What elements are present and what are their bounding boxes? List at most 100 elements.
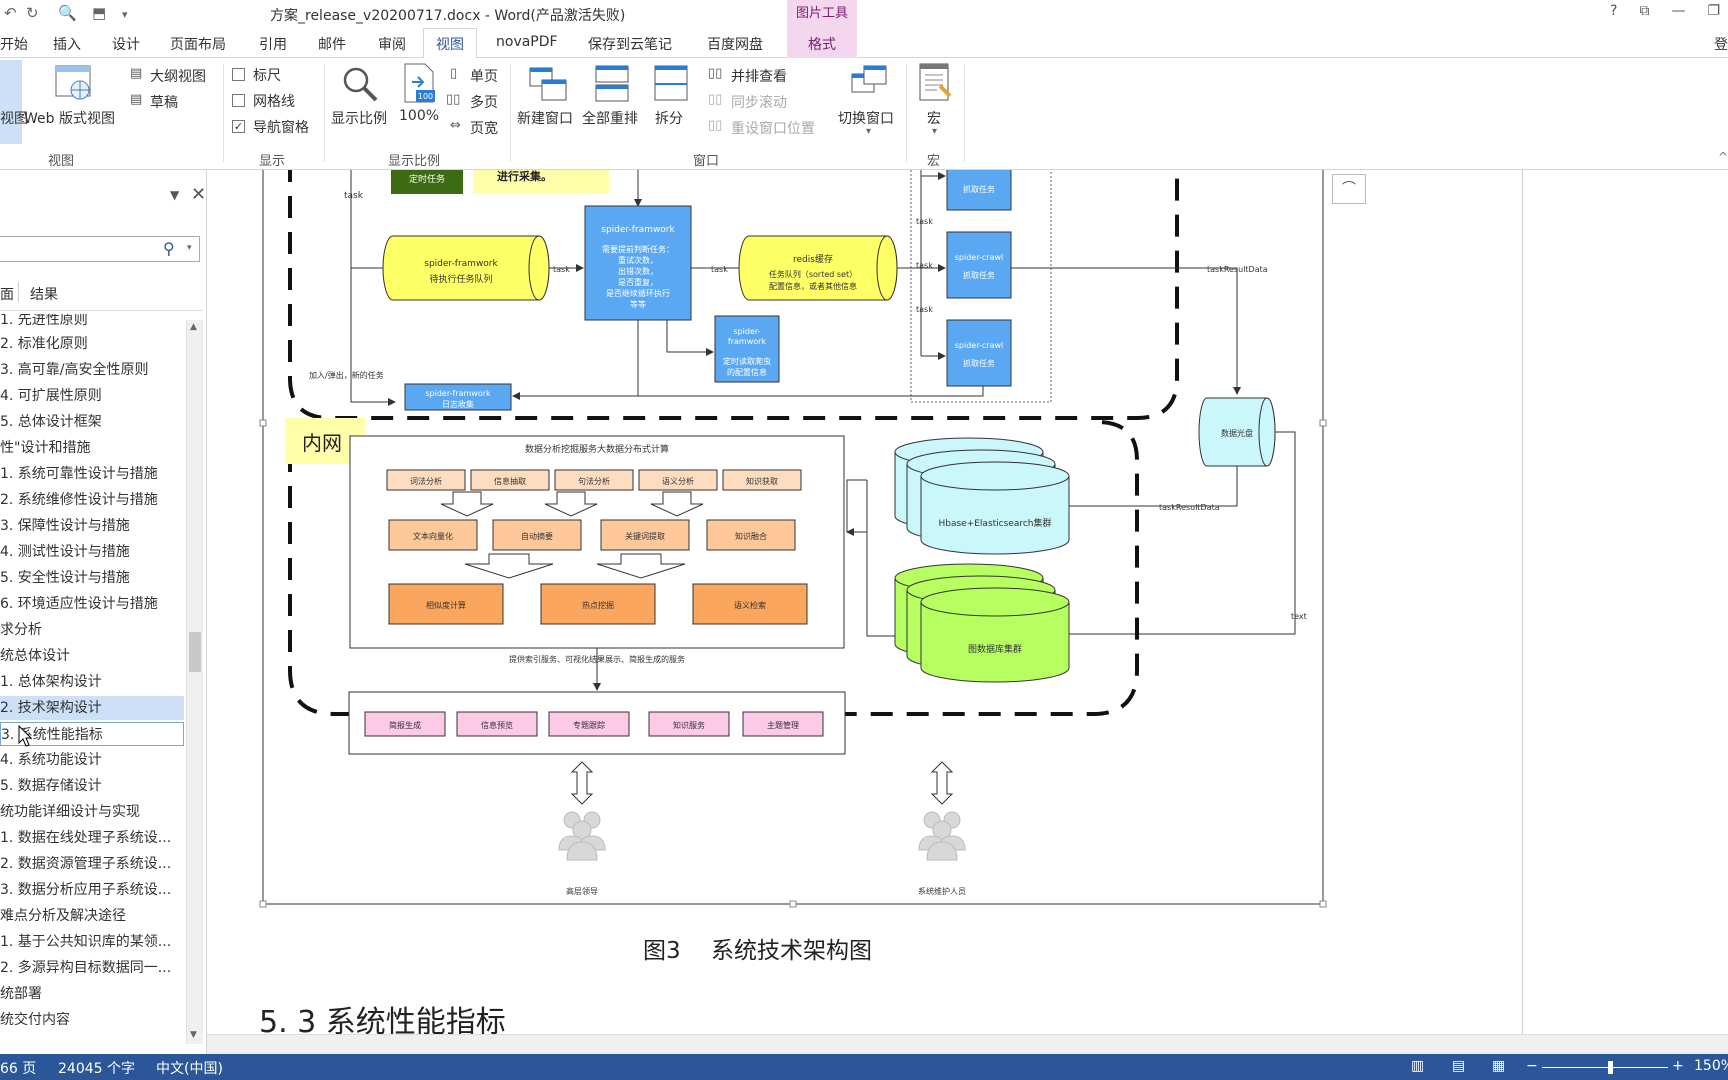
new-window-icon[interactable]	[528, 64, 568, 104]
web-layout-icon[interactable]	[54, 64, 94, 104]
zoom-100-icon[interactable]: 100	[402, 62, 436, 104]
switch-windows-button[interactable]: 切换窗口	[838, 111, 894, 127]
zoom-in-button[interactable]: +	[1672, 1058, 1684, 1074]
sync-scroll-button[interactable]: 同步滚动	[731, 95, 787, 111]
tab-review[interactable]: 审阅	[378, 37, 406, 53]
split-button[interactable]: 拆分	[655, 111, 683, 127]
zoom-out-button[interactable]: −	[1526, 1058, 1538, 1074]
nav-heading-item[interactable]: 1. 数据在线处理子系统设...	[0, 830, 172, 846]
resize-handles[interactable]	[259, 419, 1327, 908]
nav-heading-item[interactable]: 难点分析及解决途径	[0, 908, 126, 924]
nav-heading-item[interactable]: 4. 测试性设计与措施	[0, 544, 130, 560]
page-count[interactable]: 66 页	[0, 1061, 37, 1077]
print-layout-icon[interactable]: ▤	[1452, 1058, 1466, 1074]
switch-windows-icon[interactable]	[850, 64, 888, 104]
architecture-diagram[interactable]: 定时任务 进行采集。 task spider-framwork 待执行任务队列 …	[207, 170, 1517, 1034]
macros-icon[interactable]	[918, 62, 954, 104]
nav-pane-checkbox[interactable]: ✓	[232, 120, 245, 133]
scroll-up-icon[interactable]: ▲	[190, 322, 197, 332]
draft-button[interactable]: 草稿	[150, 95, 178, 111]
nav-heading-item[interactable]: 统交付内容	[0, 1012, 70, 1028]
nav-search-input[interactable]: ⚲ ▾	[0, 236, 200, 262]
chevron-down-icon[interactable]: ▾	[187, 243, 192, 253]
ribbon-display-icon[interactable]: ⧉	[1639, 3, 1650, 19]
save-cloud-icon[interactable]: ⬒	[92, 4, 107, 22]
help-button[interactable]: ?	[1610, 3, 1618, 19]
collapse-ribbon-icon[interactable]: ^	[1718, 150, 1728, 164]
arrange-all-button[interactable]: 全部重排	[582, 111, 638, 127]
nav-heading-item[interactable]: 统部署	[0, 986, 42, 1002]
nav-heading-item[interactable]: 3. 保障性设计与措施	[0, 518, 130, 534]
nav-heading-item[interactable]: 3. 高可靠/高安全性原则	[0, 362, 149, 378]
tab-view[interactable]: 视图	[423, 28, 477, 59]
nav-heading-item[interactable]: 求分析	[0, 622, 42, 638]
close-icon[interactable]: ✕	[191, 184, 207, 205]
tab-novapdf[interactable]: novaPDF	[496, 34, 558, 50]
nav-heading-item[interactable]: 5. 数据存储设计	[0, 778, 102, 794]
tab-format[interactable]: 格式	[787, 28, 857, 58]
layout-options-icon[interactable]: ⌒	[1332, 174, 1366, 204]
restore-button[interactable]: ❐	[1707, 3, 1720, 19]
nav-heading-item[interactable]: 6. 环境适应性设计与措施	[0, 596, 158, 612]
scroll-thumb[interactable]	[189, 632, 201, 672]
nav-heading-item[interactable]: 统总体设计	[0, 648, 70, 664]
split-icon[interactable]	[653, 64, 689, 104]
ruler-checkbox[interactable]	[232, 68, 245, 81]
tab-design[interactable]: 设计	[112, 37, 140, 53]
scroll-down-icon[interactable]: ▼	[190, 1030, 197, 1040]
zoom-level[interactable]: 150%	[1694, 1058, 1728, 1074]
nav-heading-item[interactable]: 2. 标准化原则	[0, 336, 88, 352]
customize-qat-icon[interactable]: ▾	[122, 8, 128, 21]
chevron-down-icon[interactable]: ▾	[866, 126, 872, 137]
nav-heading-item[interactable]: 1. 系统可靠性设计与措施	[0, 466, 158, 482]
undo-icon[interactable]: ↶	[4, 4, 17, 22]
zoom-icon[interactable]	[340, 64, 380, 104]
nav-heading-item[interactable]: 5. 安全性设计与措施	[0, 570, 130, 586]
page-width-button[interactable]: 页宽	[470, 121, 498, 137]
nav-heading-item[interactable]: 2. 多源异构目标数据同一...	[0, 960, 172, 976]
macros-button[interactable]: 宏	[927, 111, 941, 127]
language-indicator[interactable]: 中文(中国)	[156, 1061, 223, 1077]
zoom-button[interactable]: 显示比例	[331, 111, 387, 127]
tab-home[interactable]: 开始	[0, 37, 28, 53]
print-preview-icon[interactable]: 🔍	[58, 4, 77, 22]
minimize-button[interactable]: —	[1671, 3, 1686, 19]
reset-position-button[interactable]: 重设窗口位置	[731, 121, 815, 137]
nav-heading-item-hover[interactable]: 3. 系统性能指标	[0, 722, 184, 746]
search-icon[interactable]: ⚲	[163, 239, 175, 258]
nav-heading-item[interactable]: 1. 先进性原则	[0, 314, 88, 328]
nav-heading-item[interactable]: 性"设计和措施	[0, 440, 91, 456]
sign-in-link[interactable]: 登	[1714, 37, 1728, 53]
tab-references[interactable]: 引用	[259, 37, 287, 53]
document-area[interactable]: ⌒ 定时任务 进行采集。 task spide	[207, 170, 1728, 1034]
pane-options-icon[interactable]: ▼	[170, 188, 180, 202]
tab-layout[interactable]: 页面布局	[170, 37, 226, 53]
outline-button[interactable]: 大纲视图	[150, 69, 206, 85]
read-mode-icon[interactable]: ▥	[1411, 1058, 1425, 1074]
nav-heading-item[interactable]: 2. 数据资源管理子系统设...	[0, 856, 172, 872]
side-by-side-button[interactable]: 并排查看	[731, 69, 787, 85]
nav-heading-item[interactable]: 统功能详细设计与实现	[0, 804, 140, 820]
nav-scrollbar[interactable]: ▲ ▼	[186, 320, 203, 1044]
nav-heading-item[interactable]: 5. 总体设计框架	[0, 414, 102, 430]
nav-heading-item[interactable]: 4. 系统功能设计	[0, 752, 102, 768]
nav-heading-item-selected[interactable]: 2. 技术架构设计	[0, 696, 184, 720]
one-page-button[interactable]: 单页	[470, 69, 498, 85]
new-window-button[interactable]: 新建窗口	[517, 111, 573, 127]
redo-icon[interactable]: ↻	[26, 4, 39, 22]
tab-baidu-disk[interactable]: 百度网盘	[707, 37, 763, 53]
read-mode-button[interactable]	[0, 60, 22, 144]
multi-page-button[interactable]: 多页	[470, 95, 498, 111]
tab-headings[interactable]: 面	[0, 287, 14, 303]
arrange-all-icon[interactable]	[594, 64, 630, 104]
nav-heading-item[interactable]: 4. 可扩展性原则	[0, 388, 102, 404]
chevron-down-icon[interactable]: ▾	[932, 126, 938, 137]
nav-heading-item[interactable]: 2. 系统维修性设计与措施	[0, 492, 158, 508]
nav-heading-item[interactable]: 1. 总体架构设计	[0, 674, 102, 690]
zoom-slider-track[interactable]	[1542, 1067, 1668, 1068]
web-layout-button[interactable]: Web 版式视图	[24, 111, 115, 127]
nav-heading-item[interactable]: 3. 数据分析应用子系统设...	[0, 882, 172, 898]
tab-insert[interactable]: 插入	[53, 37, 81, 53]
tab-youdao-note[interactable]: 保存到云笔记	[588, 37, 672, 53]
web-layout-status-icon[interactable]: ▦	[1492, 1058, 1506, 1074]
